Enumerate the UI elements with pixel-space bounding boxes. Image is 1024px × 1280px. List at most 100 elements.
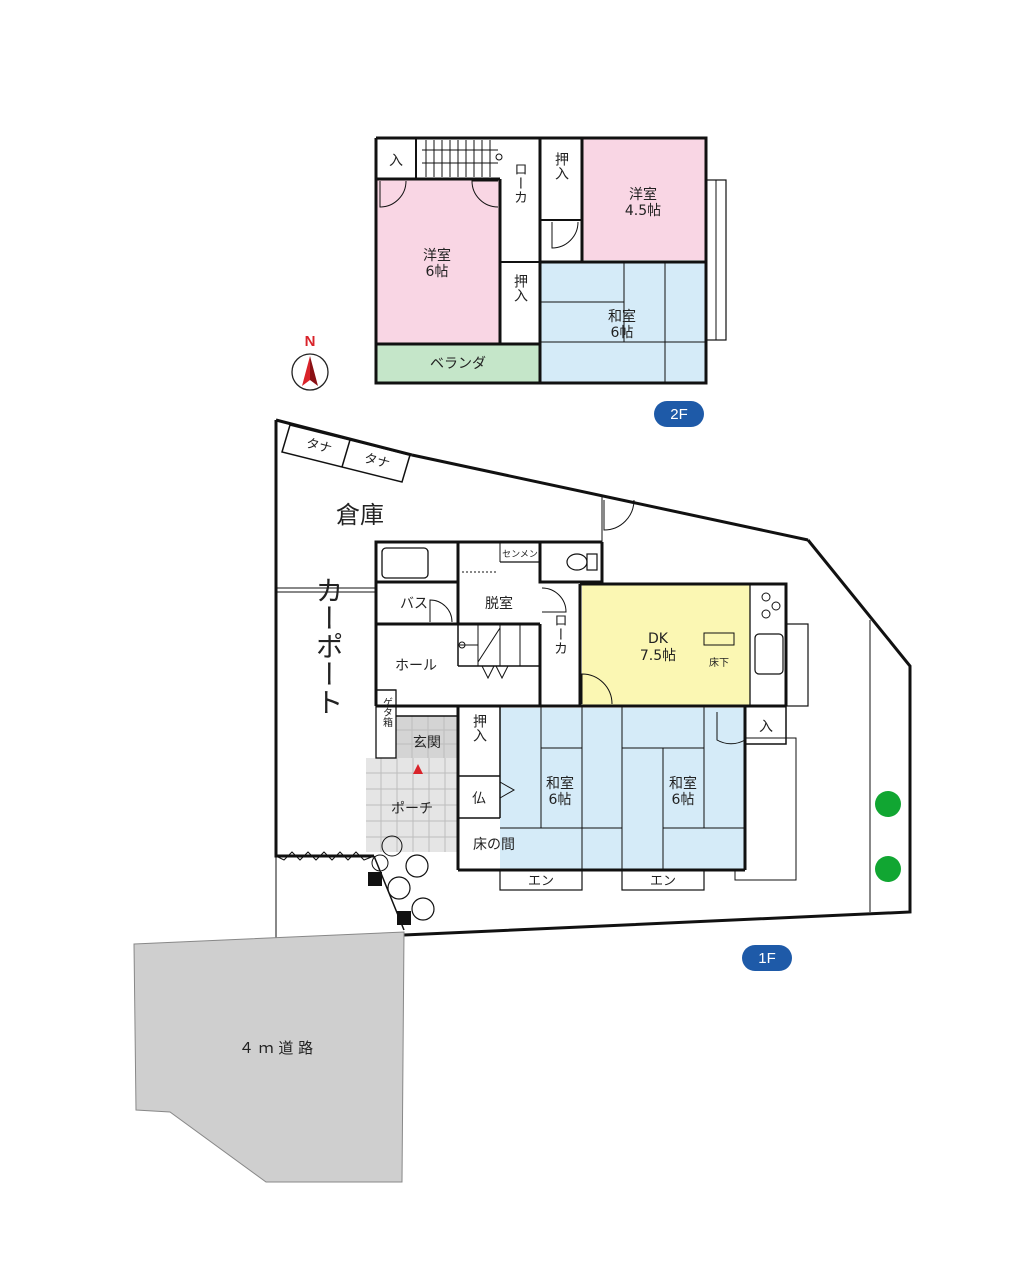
veranda-fill	[377, 344, 540, 382]
stove-burner-3	[761, 609, 771, 619]
closet-doors-hall	[481, 665, 509, 680]
storage-label: 倉庫	[336, 501, 384, 529]
closet-a-2f-label: 押入	[553, 152, 569, 180]
western-room-45-fill	[582, 137, 706, 260]
butsudan-label: 仏	[472, 791, 486, 807]
shoe-box	[375, 689, 397, 759]
labels-1f: タナ タナ 倉庫 センメン バス 脱室 ホール ローカ DK 7.5帖 床下 カ…	[304, 436, 773, 889]
engawa-a	[499, 869, 583, 891]
tree-2	[875, 856, 901, 882]
shoe-box-label: ゲタ箱	[381, 697, 393, 728]
closet-small-2f-label: 入	[389, 153, 403, 169]
western-room-6-fill	[377, 179, 500, 343]
western-45-name: 洋室	[629, 186, 657, 203]
kitchen-sink	[754, 633, 784, 675]
stepping-stone-3	[411, 897, 435, 921]
engawa-a-label: エン	[528, 874, 554, 889]
badge-2f: 2F	[654, 401, 704, 427]
badge-1f: 1F	[742, 945, 792, 971]
stove-burner-1	[761, 592, 771, 602]
western-6-name: 洋室	[423, 247, 451, 264]
japanese-b-size: 6帖	[672, 792, 695, 808]
engawa-b-label: エン	[650, 874, 676, 889]
closet-small-1f	[745, 705, 787, 745]
porch-label: ポーチ	[391, 801, 433, 817]
underfloor-label: 床下	[709, 656, 729, 669]
dk-size: 7.5帖	[640, 648, 676, 664]
door-2f-c	[551, 221, 579, 249]
engawa-b	[621, 869, 705, 891]
kitchen-window	[785, 623, 809, 707]
genkan-tiles	[396, 716, 458, 758]
carport-label: カーポート	[312, 576, 345, 716]
closet-b-2f-label: 押入	[512, 274, 528, 302]
dressing-label: 脱室	[485, 595, 513, 612]
east-deck	[734, 737, 797, 881]
japanese-2f-name: 和室	[608, 308, 636, 325]
japanese-b-fill	[622, 708, 745, 870]
corridor-label: ローカ	[552, 613, 568, 655]
stairs-1f	[458, 624, 521, 666]
dk-door	[581, 673, 613, 705]
boundary-east-south	[403, 539, 912, 937]
toilet-bowl	[566, 553, 588, 571]
bath-label: バス	[400, 596, 428, 612]
door-2f-b	[471, 180, 499, 208]
tatami-2f	[541, 262, 706, 383]
north-label: N	[305, 333, 316, 350]
stairs-2f	[422, 140, 503, 177]
closet-small-1f-label: 入	[759, 719, 773, 735]
genkan-fill	[396, 716, 458, 758]
japanese-a-name: 和室	[546, 775, 574, 792]
floor-1f	[274, 418, 912, 941]
stove-burner-2	[771, 601, 781, 611]
tokonoma-label: 床の間	[473, 837, 515, 853]
storage-door	[603, 499, 635, 531]
bathtub	[381, 547, 429, 579]
senmen-label: センメン	[502, 549, 538, 560]
north-compass: N	[291, 333, 329, 391]
stepping-stone-1	[405, 854, 429, 878]
japanese-b-name: 和室	[669, 775, 697, 792]
shelf-1-label: タナ	[304, 436, 333, 457]
tatami-1f	[500, 706, 745, 870]
closet-small-1f-door	[716, 712, 746, 745]
road-label: ４ ｍ 道 路	[239, 1039, 313, 1057]
western-6-size: 6帖	[426, 264, 449, 280]
closet-1f-label: 押入	[471, 714, 487, 742]
veranda-label: ベランダ	[430, 356, 486, 372]
wall-2f-outer	[374, 136, 708, 385]
gate-post-1	[368, 872, 382, 886]
toilet-door	[541, 587, 567, 613]
japanese-a-fill	[500, 708, 622, 870]
badge-1f-text: 1F	[758, 950, 776, 967]
door-2f-a	[379, 180, 407, 208]
hall-label: ホール	[395, 658, 437, 674]
toilet-tank	[586, 553, 598, 571]
road	[133, 931, 405, 1183]
floor-2f: 入 ローカ 押入 洋室 4.5帖 洋室 6帖 押入 和室 6帖 ベランダ	[374, 136, 727, 385]
badge-2f-text: 2F	[670, 406, 688, 423]
entrance-arrow	[413, 764, 423, 774]
underfloor-hatch	[703, 632, 735, 646]
fence-zigzag	[275, 851, 375, 861]
stepping-stone-4	[371, 854, 389, 872]
hall-2f-label: ローカ	[512, 162, 528, 204]
tree-1	[875, 791, 901, 817]
western-45-size: 4.5帖	[625, 203, 661, 219]
butsudan-door	[499, 781, 516, 799]
japanese-a-size: 6帖	[549, 792, 572, 808]
porch-tiles	[366, 758, 458, 852]
stepping-stone-5	[381, 835, 403, 857]
boundary-north	[411, 453, 809, 542]
dk-name: DK	[648, 631, 669, 647]
bath-door	[429, 599, 453, 623]
gate-post-2	[397, 911, 411, 925]
shelf-divider	[341, 439, 351, 468]
shelf-area	[281, 424, 411, 483]
japanese-2f-size: 6帖	[611, 325, 634, 341]
genkan-label: 玄関	[413, 734, 441, 751]
stepping-stone-2	[387, 876, 411, 900]
shelf-2-label: タナ	[362, 451, 391, 472]
